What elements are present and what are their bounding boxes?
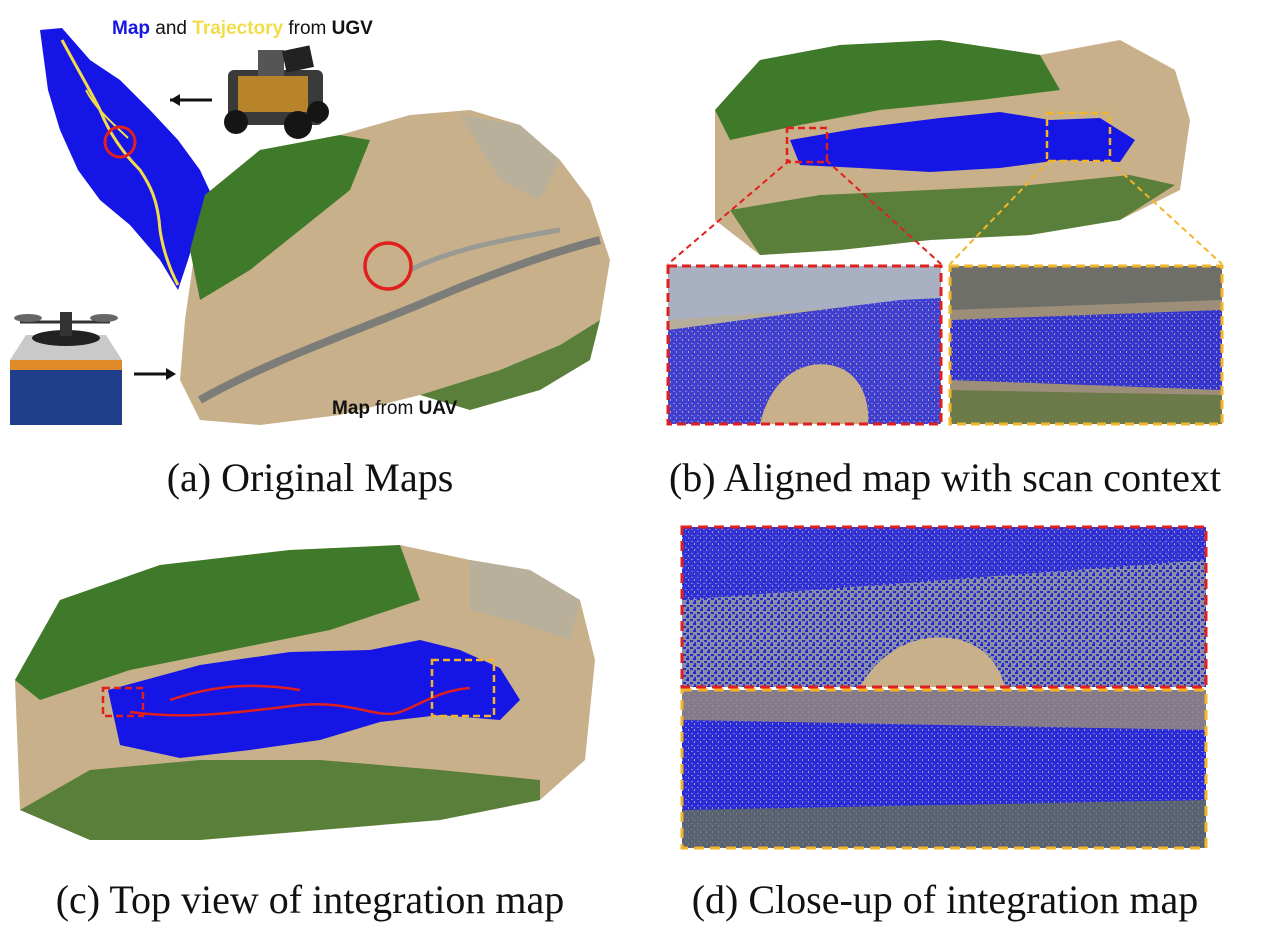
caption-b: (b) Aligned map with scan context bbox=[668, 455, 1222, 500]
uav-drone-image bbox=[10, 312, 122, 425]
closeup-red-region-b bbox=[666, 264, 943, 426]
uav-loop-marker bbox=[363, 241, 413, 291]
roi-yellow-box-c bbox=[430, 658, 496, 718]
ugv-point-cloud-map bbox=[40, 28, 214, 290]
caption-a: (a) Original Maps bbox=[166, 455, 454, 500]
closeup-yellow-region-d bbox=[680, 688, 1208, 850]
ugv-trajectory bbox=[60, 39, 180, 286]
roi-yellow-box-b bbox=[1045, 111, 1112, 163]
panel-c-integration-map bbox=[15, 545, 595, 840]
aligned-ugv-points bbox=[790, 112, 1135, 172]
ugv-loop-marker bbox=[103, 125, 137, 159]
label-uav-word: UAV bbox=[418, 398, 458, 419]
closeup-red-region-d bbox=[680, 525, 1208, 689]
panel-b-aligned-map bbox=[666, 40, 1224, 426]
roi-red-box-c bbox=[101, 686, 145, 718]
label-uav-from-word: from bbox=[375, 398, 414, 419]
label-trajectory-word: Trajectory bbox=[192, 18, 284, 39]
uav-map-label: Map from UAV bbox=[332, 398, 457, 420]
ugv-map-label: Map and Trajectory from UGV bbox=[112, 18, 373, 40]
label-from-word: from bbox=[288, 18, 327, 39]
caption-c: (c) Top view of integration map bbox=[55, 877, 565, 922]
ugv-robot-image bbox=[224, 45, 329, 139]
closeup-yellow-region-b bbox=[948, 264, 1224, 426]
panel-a-original-maps bbox=[10, 28, 610, 425]
label-map-word: Map bbox=[112, 18, 150, 39]
label-uav-map-word: Map bbox=[332, 398, 370, 419]
panel-d-closeup bbox=[680, 525, 1208, 850]
label-ugv-word: UGV bbox=[331, 18, 373, 39]
roi-red-box-b bbox=[785, 126, 829, 164]
integration-ugv-points bbox=[108, 640, 520, 758]
label-and-word: and bbox=[155, 18, 187, 39]
integration-trajectory bbox=[129, 684, 471, 717]
caption-d: (d) Close-up of integration map bbox=[691, 877, 1199, 922]
